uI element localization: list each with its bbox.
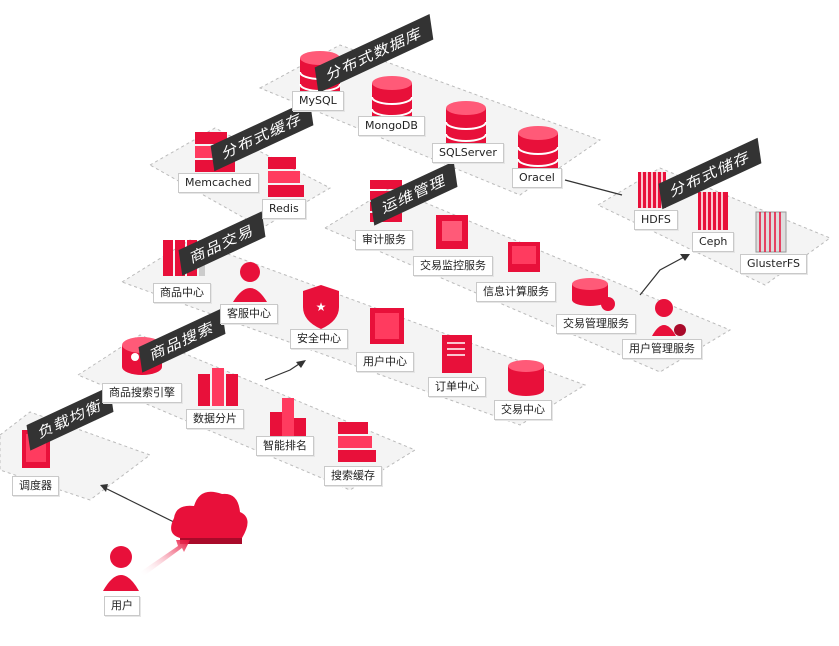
user-icon xyxy=(103,546,139,591)
node-label-oracel: Oracel xyxy=(512,168,562,188)
node-label-mysql: MySQL xyxy=(292,91,344,111)
node-label-glusterfs: GlusterFS xyxy=(740,254,808,274)
node-label-user: 用户 xyxy=(104,596,140,616)
node-label-user-manage: 用户管理服务 xyxy=(622,339,702,359)
request-arrow-icon xyxy=(140,540,190,576)
arrow-ops-to-storage xyxy=(639,255,687,296)
order-center-icon xyxy=(442,335,472,373)
cloud-icon xyxy=(171,491,248,544)
arrow-search-to-trade xyxy=(264,361,303,381)
ceph-icon xyxy=(698,192,728,230)
node-label-customer-center: 客服中心 xyxy=(220,304,278,324)
node-label-redis: Redis xyxy=(262,199,306,219)
monitor-screen-icon xyxy=(436,215,468,249)
node-label-mongodb: MongoDB xyxy=(358,116,425,136)
node-label-order-center: 订单中心 xyxy=(428,377,486,397)
trade-center-icon xyxy=(508,360,544,396)
oracel-icon xyxy=(517,126,559,178)
node-label-user-center: 用户中心 xyxy=(356,352,414,372)
node-label-search-engine: 商品搜索引擎 xyxy=(102,383,182,403)
node-label-memcached: Memcached xyxy=(178,173,259,193)
line-db-to-storage xyxy=(564,179,623,196)
node-label-trade-manage: 交易管理服务 xyxy=(556,314,636,334)
svg-text:★: ★ xyxy=(316,300,327,314)
redis-icon xyxy=(268,157,304,197)
smart-rank-icon xyxy=(270,398,306,436)
node-label-trade-center: 交易中心 xyxy=(494,400,552,420)
node-label-search-cache: 搜索缓存 xyxy=(324,466,382,486)
node-label-info-compute: 信息计算服务 xyxy=(476,282,556,302)
customer-service-icon xyxy=(233,262,267,302)
node-label-goods-center: 商品中心 xyxy=(153,283,211,303)
node-label-data-shard: 数据分片 xyxy=(186,409,244,429)
node-label-dispatcher: 调度器 xyxy=(12,476,59,496)
trade-manage-db-icon xyxy=(572,278,615,311)
sqlserver-icon xyxy=(445,101,487,153)
search-cache-icon xyxy=(338,422,376,462)
glusterfs-icon xyxy=(755,211,787,253)
node-label-sqlserver: SQLServer xyxy=(432,143,504,163)
node-label-security-center: 安全中心 xyxy=(290,329,348,349)
node-label-smart-rank: 智能排名 xyxy=(256,436,314,456)
node-label-hdfs: HDFS xyxy=(634,210,678,230)
compute-screen-icon xyxy=(508,242,540,272)
data-shard-icon xyxy=(198,368,238,406)
shield-icon: ★ xyxy=(303,285,339,329)
user-center-icon xyxy=(370,308,404,344)
node-label-ceph: Ceph xyxy=(692,232,735,252)
node-label-trade-monitor: 交易监控服务 xyxy=(413,256,493,276)
node-label-audit: 审计服务 xyxy=(355,230,413,250)
user-manage-icon xyxy=(652,299,686,336)
